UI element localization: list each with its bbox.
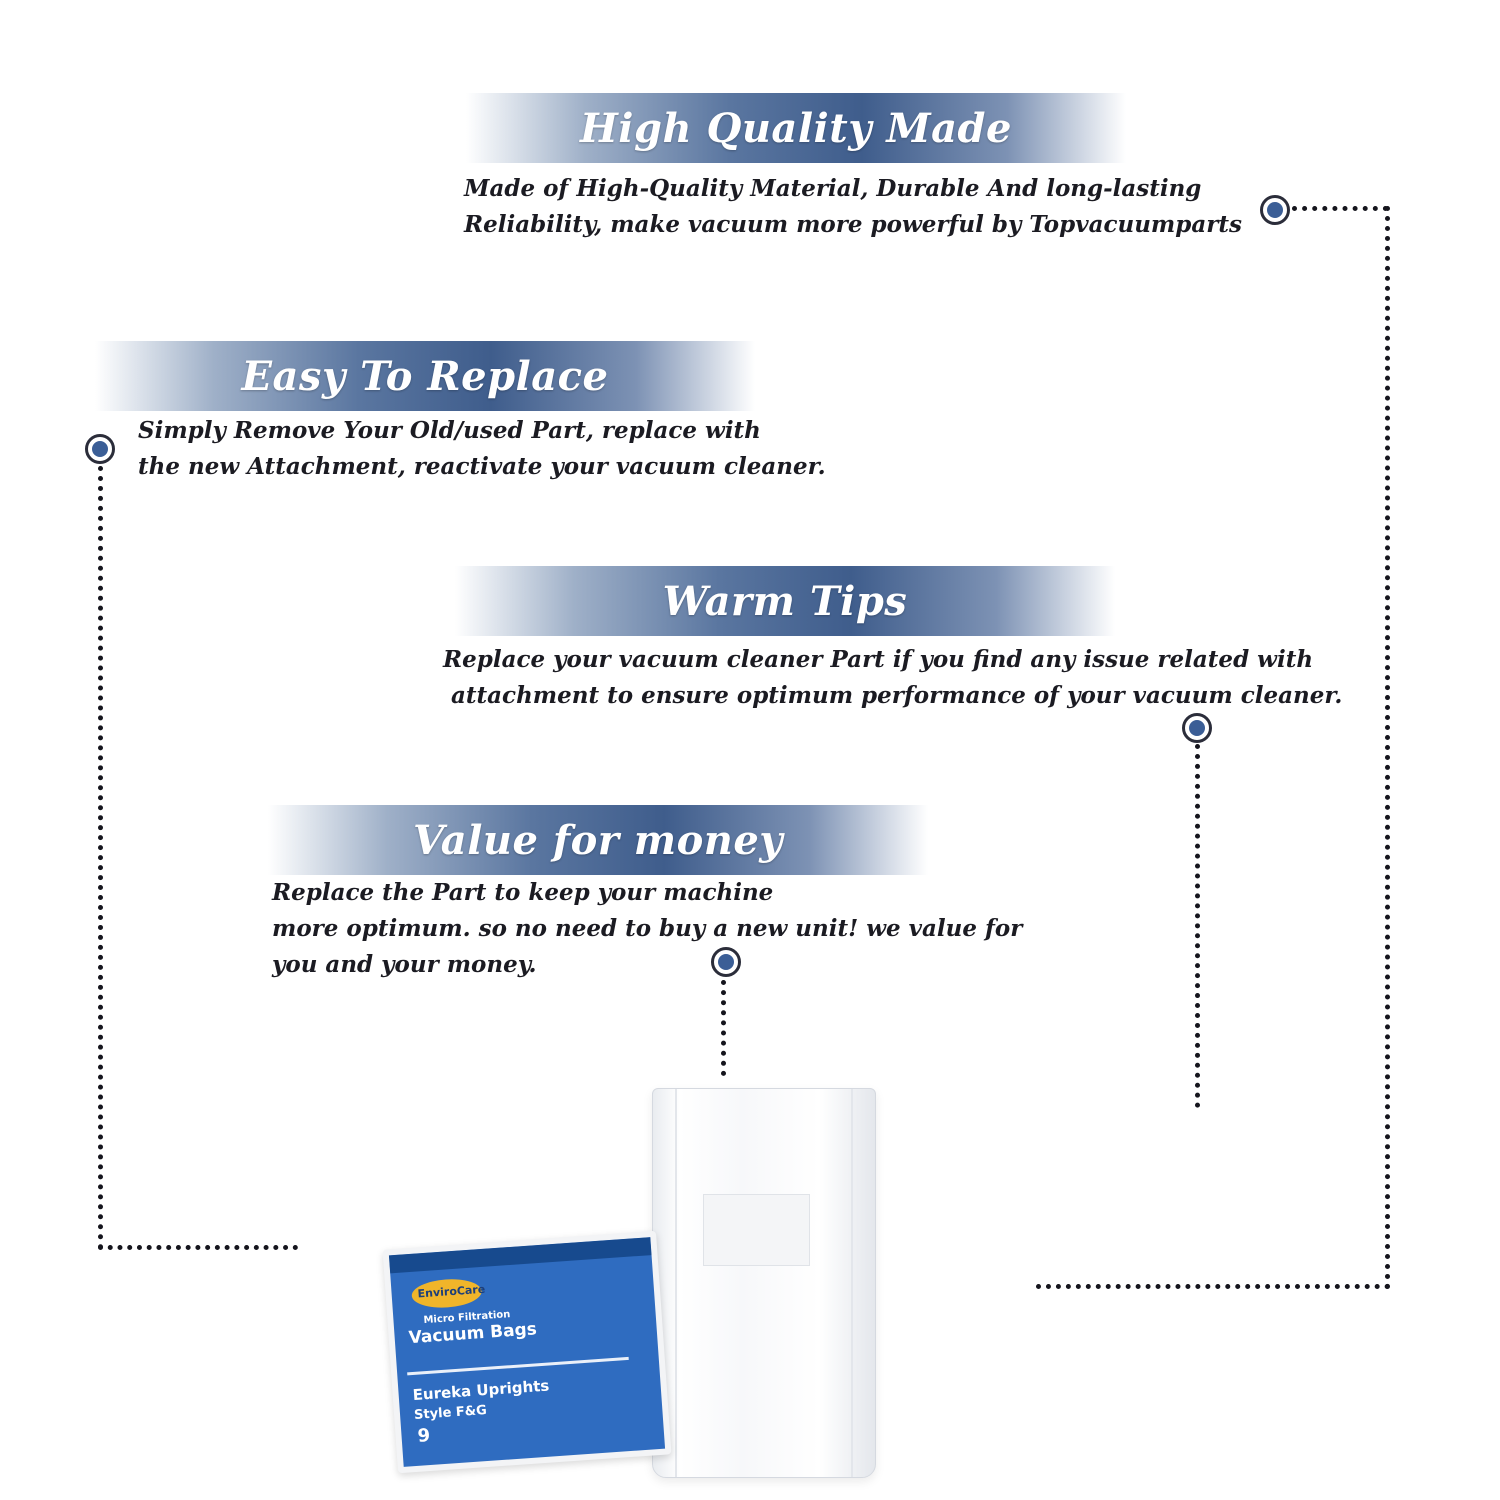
section-description: Simply Remove Your Old/used Part, replac… xyxy=(138,413,826,485)
description-line: the new Attachment, reactivate your vacu… xyxy=(138,453,826,480)
section-title: Value for money xyxy=(412,816,784,864)
section-description: Replace your vacuum cleaner Part if you … xyxy=(443,642,1342,714)
connector-line xyxy=(721,980,726,1076)
marker-dot-icon xyxy=(1182,713,1212,743)
description-line: Made of High-Quality Material, Durable A… xyxy=(464,175,1202,202)
connector-line xyxy=(1292,206,1388,211)
marker-dot-icon xyxy=(711,947,741,977)
banner-easy-replace: Easy To Replace xyxy=(95,341,755,411)
bag-collar xyxy=(703,1194,810,1266)
package-count: 9 xyxy=(416,1424,431,1447)
package-header xyxy=(388,1237,652,1274)
package-style: Style F&G xyxy=(413,1402,488,1424)
connector-line xyxy=(1195,744,1200,1108)
description-line: Replace your vacuum cleaner Part if you … xyxy=(443,646,1314,673)
banner-value-money: Value for money xyxy=(268,805,928,875)
section-description: Replace the Part to keep your machine mo… xyxy=(272,875,1022,983)
section-title: Easy To Replace xyxy=(241,352,609,400)
vacuum-bag-image xyxy=(652,1088,876,1478)
banner-high-quality: High Quality Made xyxy=(466,93,1126,163)
banner-warm-tips: Warm Tips xyxy=(455,566,1115,636)
connector-line xyxy=(98,1245,298,1250)
marker-dot-icon xyxy=(85,434,115,464)
bag-fold xyxy=(675,1089,853,1477)
section-title: High Quality Made xyxy=(580,104,1012,152)
description-line: Reliability, make vacuum more powerful b… xyxy=(464,211,1242,238)
package-model: Eureka Uprights xyxy=(412,1376,550,1405)
connector-line xyxy=(1036,1284,1390,1289)
brand-logo: EnviroCare xyxy=(410,1277,486,1310)
brand-name: EnviroCare xyxy=(417,1282,486,1301)
marker-dot-icon xyxy=(1260,195,1290,225)
connector-line xyxy=(98,466,103,1250)
description-line: more optimum. so no need to buy a new un… xyxy=(272,915,1023,942)
package-stripe xyxy=(407,1356,629,1376)
connector-line xyxy=(1385,206,1390,1290)
description-line: you and your money. xyxy=(272,951,537,978)
section-title: Warm Tips xyxy=(662,577,908,625)
section-description: Made of High-Quality Material, Durable A… xyxy=(464,171,1242,243)
description-line: Simply Remove Your Old/used Part, replac… xyxy=(138,417,761,444)
bag-package-image: EnviroCare Micro Filtration Vacuum Bags … xyxy=(382,1230,672,1474)
description-line: attachment to ensure optimum performance… xyxy=(443,682,1343,709)
description-line: Replace the Part to keep your machine xyxy=(272,879,774,906)
